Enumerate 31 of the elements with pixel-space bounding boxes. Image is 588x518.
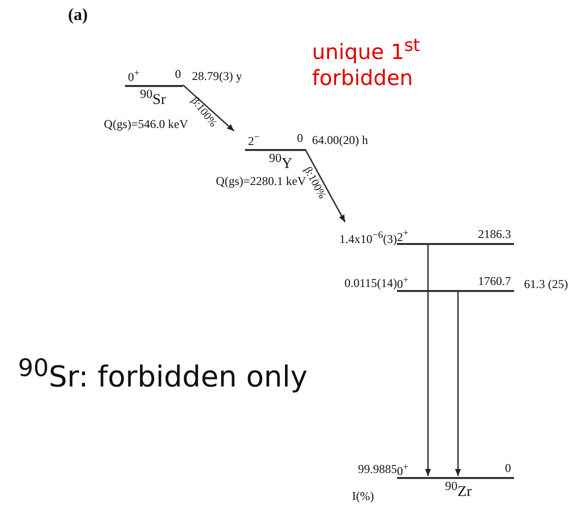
annotation-text: $^{90}$Sr: forbidden only: [18, 355, 308, 394]
value-label: 61.3 (25): [524, 278, 568, 292]
spin-parity-label: 0$^{+}$: [397, 275, 409, 292]
intensity-label: 99.9885: [358, 463, 397, 476]
energy-label: 0: [505, 462, 511, 476]
gamma-transition-arrow: [425, 244, 431, 476]
annotation-text: unique 1$^{st}$ forbidden: [312, 36, 422, 92]
gamma-transition-arrow: [455, 291, 461, 476]
beta-decay-arrow: [182, 84, 234, 132]
spin-parity-label: 2$^{−}$: [248, 132, 260, 148]
energy-label: 0: [175, 68, 181, 82]
energy-level: [125, 68, 183, 106]
energy-label: 2186.3: [478, 228, 511, 242]
energy-label: 0: [297, 132, 303, 146]
energy-label: 1760.7: [478, 275, 511, 288]
nuclide-label: $^{90}$Y: [269, 152, 292, 172]
nuclide-label: $^{90}$Zr: [445, 480, 472, 500]
half-life-label: 64.00(20) h: [312, 134, 368, 148]
nuclide-label: $^{90}$Sr: [140, 88, 166, 108]
spin-parity-label: 0$^{+}$: [397, 462, 409, 478]
value-label: Q(gs)=546.0 keV: [104, 118, 188, 132]
intensity-label: 1.4x10$^{−6}$(3): [339, 230, 397, 246]
half-life-label: 28.79(3) y: [192, 70, 242, 84]
beta-decay-arrow: [304, 148, 346, 222]
axis-label: I(%): [352, 490, 374, 504]
spin-parity-label: 2$^{+}$: [397, 228, 409, 244]
energy-level: [397, 228, 514, 245]
panel-label: (a): [68, 6, 88, 25]
intensity-label: 0.0115(14): [344, 277, 397, 290]
energy-level: [397, 275, 514, 292]
spin-parity-label: 0$^{+}$: [128, 68, 140, 84]
